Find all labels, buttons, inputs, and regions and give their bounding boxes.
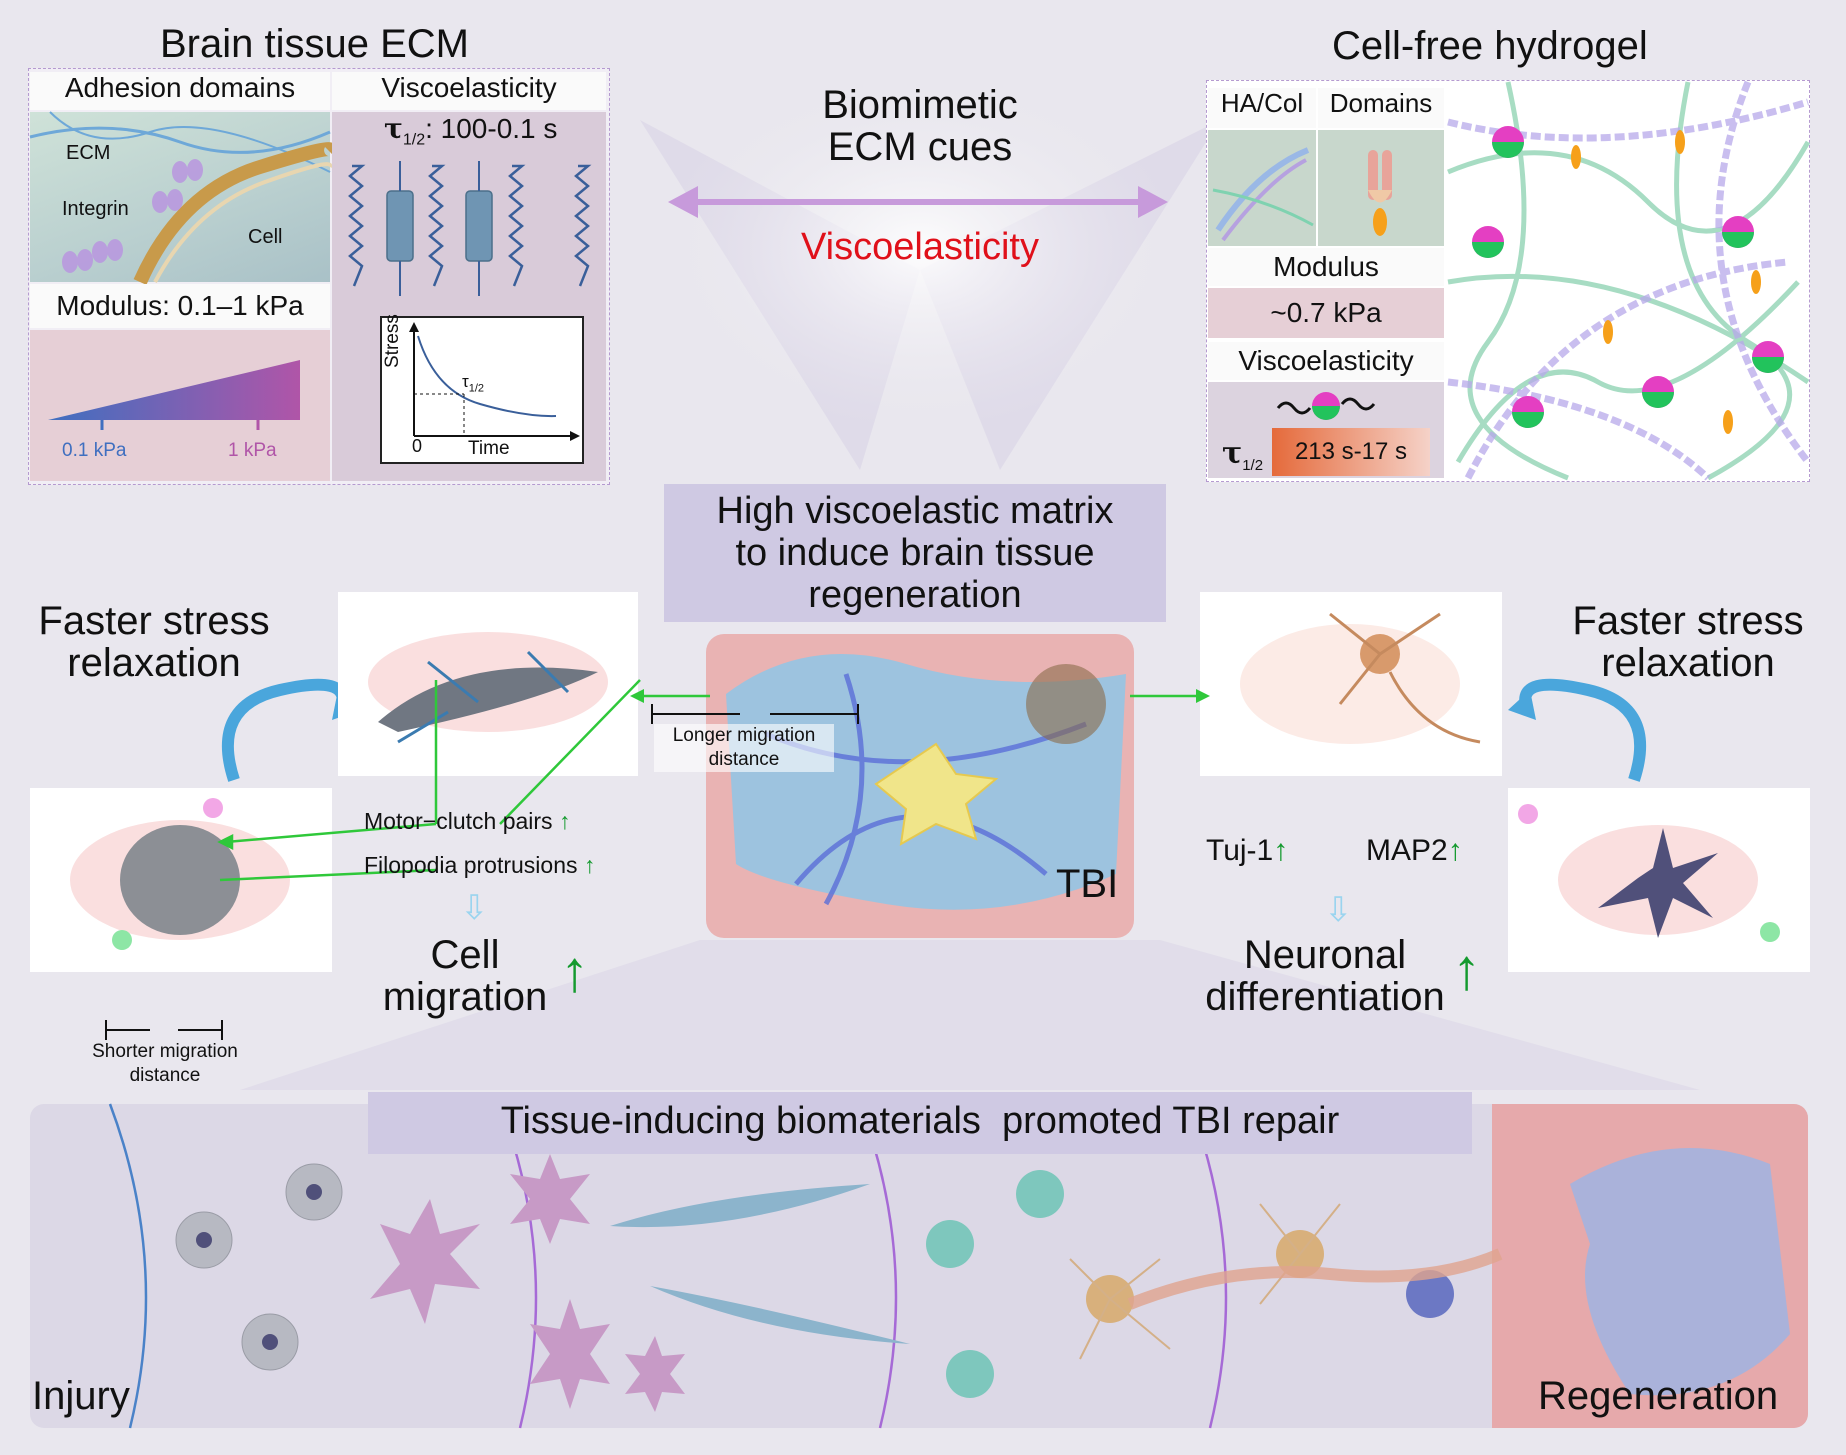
ecm-modulus: Modulus: 0.1–1 kPa — [30, 284, 330, 328]
stress-relaxation-curve — [409, 322, 580, 441]
neuronal-differentiation-label: Neuronal differentiation — [1205, 933, 1445, 1019]
regeneration-label: Regeneration — [1538, 1374, 1779, 1418]
left-faster-relaxation: Faster stress relaxation — [38, 599, 270, 685]
center-viscoelasticity: Viscoelasticity — [801, 226, 1039, 268]
elongated-cell-illustration — [368, 632, 608, 744]
right-faster-relaxation: Faster stress relaxation — [1572, 599, 1804, 685]
filopodia-label: Filopodia protrusions ↑ — [364, 852, 596, 878]
hacol-illustration — [1208, 130, 1316, 246]
modulus-gradient-triangle — [48, 360, 300, 430]
migration-up-arrow-icon: ↑ — [560, 939, 589, 1004]
neuron-illustration — [1240, 612, 1481, 744]
repair-banner — [368, 1092, 1472, 1154]
high-visco-text: High viscoelastic matrix to induce brain… — [716, 490, 1114, 616]
ecm-tau: τ1/2: 100-0.1 s — [384, 112, 558, 149]
differentiation-up-arrow-icon: ↑ — [1452, 937, 1481, 1002]
graph-ylabel: Stress — [382, 314, 403, 368]
repair-banner-text: Tissue-inducing biomaterials promoted TB… — [500, 1100, 1340, 1142]
graph-xlabel: Time — [468, 438, 510, 459]
high-visco-banner — [664, 484, 1166, 622]
tbi-label: TBI — [1056, 862, 1119, 906]
shorter-migration-label: Shorter migration distance — [92, 1041, 238, 1086]
adhesion-header: Adhesion domains — [30, 72, 330, 110]
hydrogel-col-domains: Domains — [1318, 88, 1444, 128]
repair-illustration — [108, 1103, 1790, 1429]
round-cell-illustration — [70, 798, 290, 950]
hydrogel-visco-label: Viscoelasticity — [1208, 342, 1444, 380]
hydrogel-modulus-label: Modulus — [1208, 248, 1444, 286]
up-arrow-icon: ↑ — [583, 852, 596, 878]
hydrogel-tau-symbol: τ1/2 — [1222, 436, 1264, 474]
up-arrow-icon: ↑ — [1273, 834, 1289, 867]
adhesion-domain-icon — [1368, 150, 1392, 236]
ecm-title: Brain tissue ECM — [160, 22, 469, 66]
injury-label: Injury — [32, 1374, 130, 1418]
up-arrow-icon: ↑ — [1447, 834, 1463, 867]
left-green-arrows — [217, 679, 641, 882]
graph-zero: 0 — [412, 436, 423, 456]
down-arrow-icon: ⇩ — [460, 889, 489, 927]
spring-dashpot-illustration — [348, 161, 592, 296]
hydrogel-title: Cell-free hydrogel — [1332, 24, 1648, 68]
right-curved-arrow — [1508, 678, 1647, 782]
hydrogel-col-hacol: HA/Col — [1208, 88, 1316, 128]
motor-clutch-label: Motor−clutch pairs ↑ — [364, 808, 571, 834]
shorter-migration-bar — [105, 1020, 223, 1040]
hydrogel-modulus-value: ~0.7 kPa — [1208, 288, 1444, 338]
crosslinker-icon — [1276, 392, 1376, 420]
label-ecm: ECM — [66, 142, 111, 164]
double-arrow — [668, 186, 1168, 218]
label-cell: Cell — [248, 226, 283, 248]
label-integrin: Integrin — [62, 198, 129, 220]
tbi-hydrogel-illustration — [726, 654, 1126, 910]
hydrogel-network — [1447, 80, 1811, 481]
biomimetic-title: Biomimetic ECM cues — [822, 83, 1018, 169]
longer-migration-bar — [651, 704, 859, 724]
tuj-label: Tuj-1↑ — [1206, 834, 1289, 867]
visco-header: Viscoelasticity — [332, 72, 606, 110]
map2-label: MAP2↑ — [1366, 834, 1463, 867]
right-green-arrow — [1130, 689, 1210, 703]
cell-membrane-illustration — [29, 111, 339, 285]
down-arrow-icon: ⇩ — [1324, 891, 1353, 929]
longer-migration-label: Longer migration distance — [654, 724, 834, 772]
up-arrow-icon: ↑ — [558, 808, 571, 834]
cell-migration-label: Cell migration — [382, 933, 548, 1019]
stem-cell-illustration — [1518, 804, 1780, 942]
kpa-high-label: 1 kPa — [228, 440, 277, 461]
hydrogel-tau-value: 213 s-17 s — [1272, 428, 1430, 476]
left-green-arrow — [630, 689, 710, 703]
kpa-low-label: 0.1 kPa — [62, 440, 127, 461]
graph-tau-label: τ1/2 — [462, 372, 485, 395]
fiber-icon — [1212, 147, 1314, 242]
